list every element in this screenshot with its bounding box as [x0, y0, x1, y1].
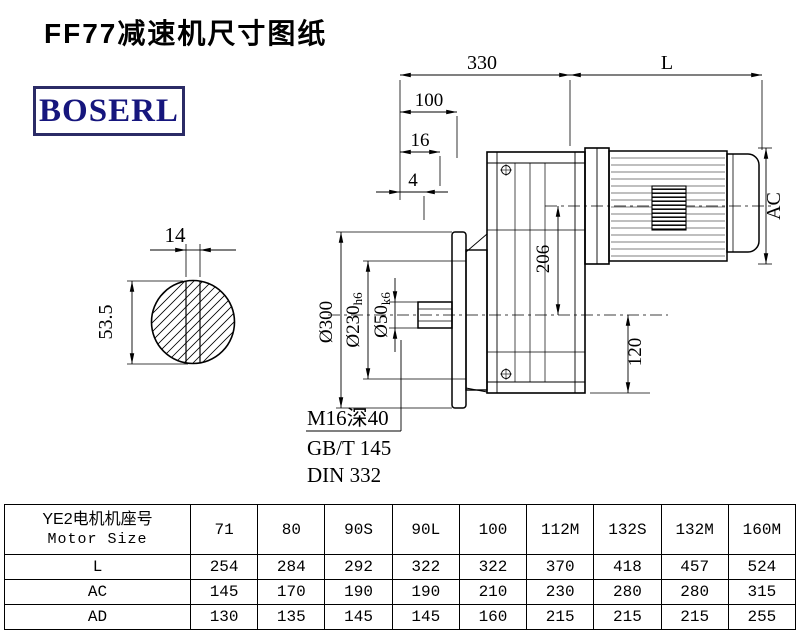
size-column-header: 132S: [593, 504, 662, 555]
note-din-standard-label: DIN 332: [307, 463, 381, 487]
shaft-circle: [150, 279, 236, 365]
gear-housing: [486, 151, 586, 394]
note-gb-standard-label: GB/T 145: [307, 436, 391, 460]
row-label: AD: [4, 604, 191, 630]
size-column-header: 80: [257, 504, 326, 555]
dim-bore-label: Ø50k6: [371, 292, 393, 338]
dimension-value-cell: 160: [458, 604, 528, 630]
row-label: AC: [4, 579, 191, 605]
motor-terminal-box: [651, 185, 687, 231]
dimension-value-cell: 418: [593, 554, 662, 580]
dim-16-label: 16: [411, 130, 430, 151]
adapter-chamfer-bottom: [465, 387, 488, 393]
size-column-header: 90L: [391, 504, 460, 555]
vertical-dimensions: [555, 147, 772, 394]
centerlines: [328, 205, 774, 316]
dimension-value-cell: 145: [324, 604, 393, 630]
row-label: L: [4, 554, 191, 580]
dimension-value-cell: 322: [458, 554, 528, 580]
dim-100-label: 100: [415, 90, 444, 111]
motor-outline: [584, 147, 760, 265]
dimension-value-cell: 315: [727, 579, 797, 605]
dimension-value-cell: 322: [391, 554, 460, 580]
dimension-value-cell: 210: [458, 579, 528, 605]
size-column-header: 90S: [324, 504, 393, 555]
cover-bolt-top: [500, 164, 512, 176]
size-column-header: 71: [189, 504, 259, 555]
dim-key-width-label: 14: [165, 223, 187, 247]
shaft-section-view: 14 53.5: [95, 223, 236, 365]
dimension-value-cell: 215: [593, 604, 662, 630]
dimension-value-cell: 457: [660, 554, 729, 580]
dimension-value-cell: 215: [660, 604, 729, 630]
diameter-dimensions: [336, 231, 466, 409]
page-title: FF77减速机尺寸图纸: [44, 18, 328, 49]
dim-120-label: 120: [625, 338, 646, 367]
cover-bolt-bottom: [500, 368, 512, 380]
dim-206-label: 206: [533, 245, 554, 274]
dimension-value-cell: 190: [391, 579, 460, 605]
dimension-value-cell: 254: [189, 554, 259, 580]
dimension-value-cell: 145: [391, 604, 460, 630]
dimension-value-cell: 284: [257, 554, 326, 580]
note-tap-label: M16深40: [307, 406, 389, 430]
dimension-value-cell: 190: [324, 579, 393, 605]
brand-logo-box: BOSERL: [33, 86, 185, 136]
adapter-chamfer-top: [465, 233, 488, 253]
dimension-value-cell: 130: [189, 604, 259, 630]
dim-4-label: 4: [408, 170, 418, 191]
dimension-value-cell: 230: [526, 579, 595, 605]
dimension-value-cell: 524: [727, 554, 797, 580]
motor-size-header-en: Motor Size: [47, 530, 148, 548]
dim-key-width: [150, 244, 236, 277]
tap-note-leader: [306, 340, 402, 432]
dim-flange-od-label: Ø300: [316, 301, 337, 343]
flange-adapter: [465, 249, 488, 391]
gearbox-outline: [417, 151, 586, 409]
hatch-lines: [152, 281, 234, 363]
dim-spigot-label: Ø230h6: [343, 292, 365, 348]
size-column-header: 100: [458, 504, 528, 555]
output-flange: [451, 231, 467, 409]
size-column-header: 160M: [727, 504, 797, 555]
size-column-header: 112M: [526, 504, 595, 555]
dim-key-height: [127, 280, 188, 365]
motor-size-header: YE2电机机座号 Motor Size: [4, 504, 191, 555]
dimension-value-cell: 292: [324, 554, 393, 580]
dimension-value-cell: 255: [727, 604, 797, 630]
dim-ac-label: AC: [763, 192, 785, 220]
dim-key-height-label: 53.5: [95, 305, 117, 340]
dimension-value-cell: 145: [189, 579, 259, 605]
dimension-value-cell: 370: [526, 554, 595, 580]
fan-cover: [726, 153, 760, 253]
dim-L-label: L: [661, 52, 673, 74]
dimension-value-cell: 280: [660, 579, 729, 605]
dim-330-label: 330: [467, 52, 497, 74]
dimension-value-cell: 215: [526, 604, 595, 630]
dimension-value-cell: 135: [257, 604, 326, 630]
brand-logo-text: BOSERL: [39, 92, 179, 129]
motor-size-header-cn: YE2电机机座号: [42, 511, 153, 529]
dimension-value-cell: 170: [257, 579, 326, 605]
technical-drawing: 14 53.5: [95, 52, 785, 487]
size-column-header: 132M: [660, 504, 729, 555]
top-dimensions: [376, 72, 763, 220]
dimension-value-cell: 280: [593, 579, 662, 605]
